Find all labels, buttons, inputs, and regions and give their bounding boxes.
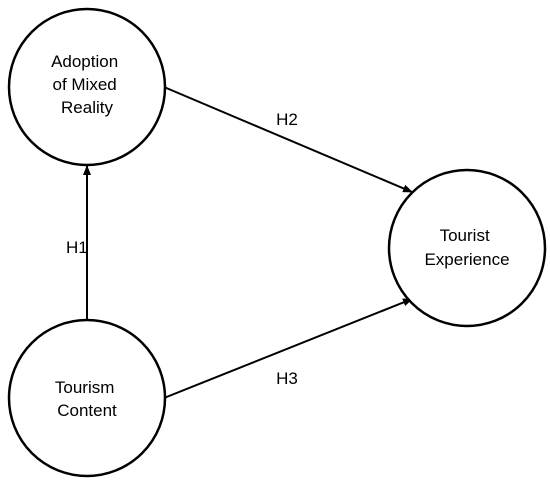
tourist-experience-label: Tourist Experience: [424, 226, 509, 269]
adoption-label-line-2: of Mixed: [53, 75, 117, 94]
tourism-content-circle: [7, 318, 167, 478]
h2-label: H2: [276, 110, 298, 129]
tourist-experience-label-line-1: Tourist: [440, 226, 490, 245]
adoption-label: Adoption of Mixed Reality: [51, 52, 123, 117]
h2-arrow: [163, 86, 413, 193]
node-tourist-experience: Tourist Experience: [387, 168, 547, 328]
edge-h1: H1: [66, 165, 91, 320]
tourism-content-label-line-1: Tourism: [55, 378, 115, 397]
tourism-content-label-line-2: Content: [57, 401, 117, 420]
node-adoption-of-mixed-reality: Adoption of Mixed Reality: [7, 7, 167, 167]
edge-h3: H3: [163, 298, 413, 399]
h3-arrow: [163, 298, 413, 399]
h3-label: H3: [276, 369, 298, 388]
tourist-experience-label-line-2: Experience: [424, 250, 509, 269]
h1-label: H1: [66, 238, 88, 257]
node-tourism-content: Tourism Content: [7, 318, 167, 478]
adoption-label-line-1: Adoption: [51, 52, 118, 71]
edge-h2: H2: [163, 86, 413, 193]
adoption-circle: [7, 7, 167, 167]
adoption-label-line-3: Reality: [61, 98, 113, 117]
tourist-experience-circle: [387, 168, 547, 328]
tourism-content-label: Tourism Content: [55, 378, 119, 420]
